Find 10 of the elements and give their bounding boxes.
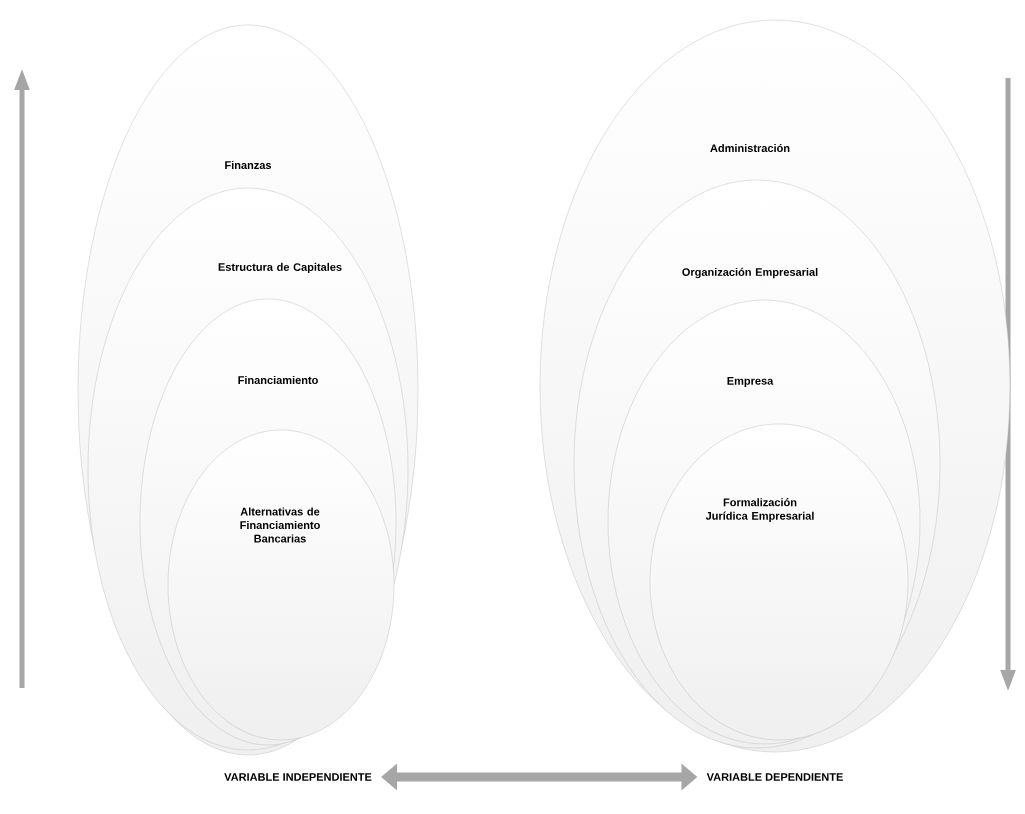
ellipse-label: Organización Empresarial — [682, 267, 818, 279]
ellipse-label: Administración — [710, 143, 790, 153]
ellipse-label: Finanzas — [225, 160, 272, 170]
ellipse-label: Alternativas de Financiamiento Bancarias — [240, 507, 320, 543]
ellipse-label: Empresa — [727, 377, 774, 387]
variable-label: VARIABLE DEPENDIENTE — [706, 773, 843, 781]
variable-label: VARIABLE INDEPENDIENTE — [224, 773, 372, 781]
ellipse-label: Formalización Jurídica Empresarial — [705, 498, 814, 522]
ellipse-label: Financiamiento — [238, 375, 318, 385]
ellipse-label: Estructura de Capitales — [218, 262, 342, 274]
